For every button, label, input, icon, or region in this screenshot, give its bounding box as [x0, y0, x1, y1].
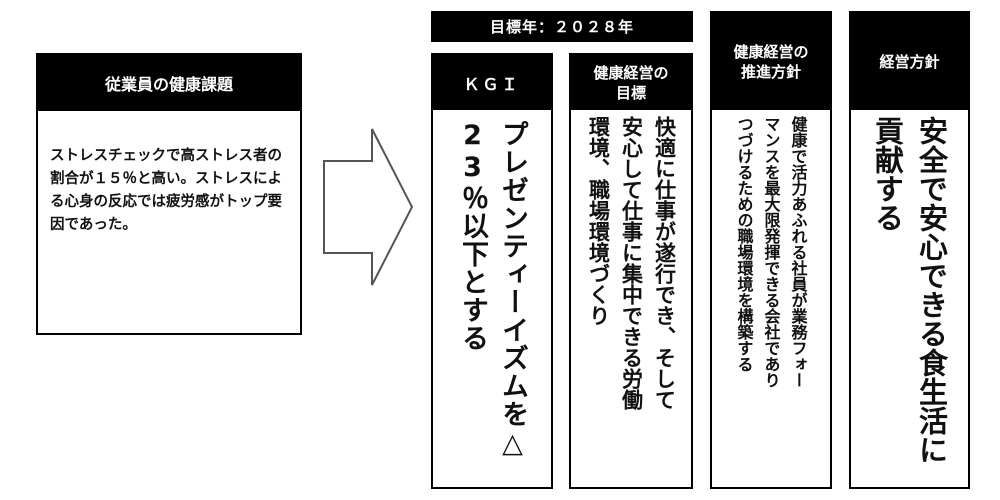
kgi-body-container: プレゼンティーイズムを△ 23％以下とする: [433, 110, 551, 487]
goal-body-container: 快適に仕事が遂行でき、そして 安心して仕事に集中できる労働 環境、職場環境づくり: [571, 110, 691, 487]
goal-body: 快適に仕事が遂行でき、そして 安心して仕事に集中できる労働 環境、職場環境づくり: [586, 116, 677, 410]
goal-box: 健康経営の 目標 快適に仕事が遂行でき、そして 安心して仕事に集中できる労働 環…: [569, 53, 693, 489]
issue-body: ストレスチェックで高ストレス者の割合が１５％と高い。ストレスによる心身の反応では…: [50, 148, 282, 233]
mgmt-body-container: 安全で安心できる食生活に 貢献する: [851, 110, 968, 487]
mgmt-box: 経営方針 安全で安心できる食生活に 貢献する: [849, 11, 970, 489]
policy-body-container: 健康で活力あふれる社員が業務フォー マンスを最大限発揮できる会社であり つづける…: [712, 110, 830, 487]
policy-title: 健康経営の 推進方針: [712, 13, 830, 110]
mgmt-body: 安全で安心できる食生活に 貢献する: [870, 116, 949, 464]
issue-body-container: ストレスチェックで高ストレス者の割合が１５％と高い。ストレスによる心身の反応では…: [38, 111, 300, 333]
policy-body: 健康で活力あふれる社員が業務フォー マンスを最大限発揮できる会社であり つづける…: [734, 116, 808, 388]
kgi-box: ＫＧＩ プレゼンティーイズムを△ 23％以下とする: [431, 53, 553, 489]
issue-box: 従業員の健康課題 ストレスチェックで高ストレス者の割合が１５％と高い。ストレスに…: [36, 53, 302, 335]
kgi-title: ＫＧＩ: [433, 55, 551, 110]
policy-box: 健康経営の 推進方針 健康で活力あふれる社員が業務フォー マンスを最大限発揮でき…: [710, 11, 832, 489]
target-year-banner: 目標年：２０２８年: [431, 11, 693, 42]
goal-title: 健康経営の 目標: [571, 55, 691, 110]
issue-title: 従業員の健康課題: [38, 55, 300, 111]
right-arrow-icon: [323, 128, 414, 286]
mgmt-title: 経営方針: [851, 13, 968, 110]
kgi-body: プレゼンティーイズムを△ 23％以下とする: [457, 120, 528, 460]
